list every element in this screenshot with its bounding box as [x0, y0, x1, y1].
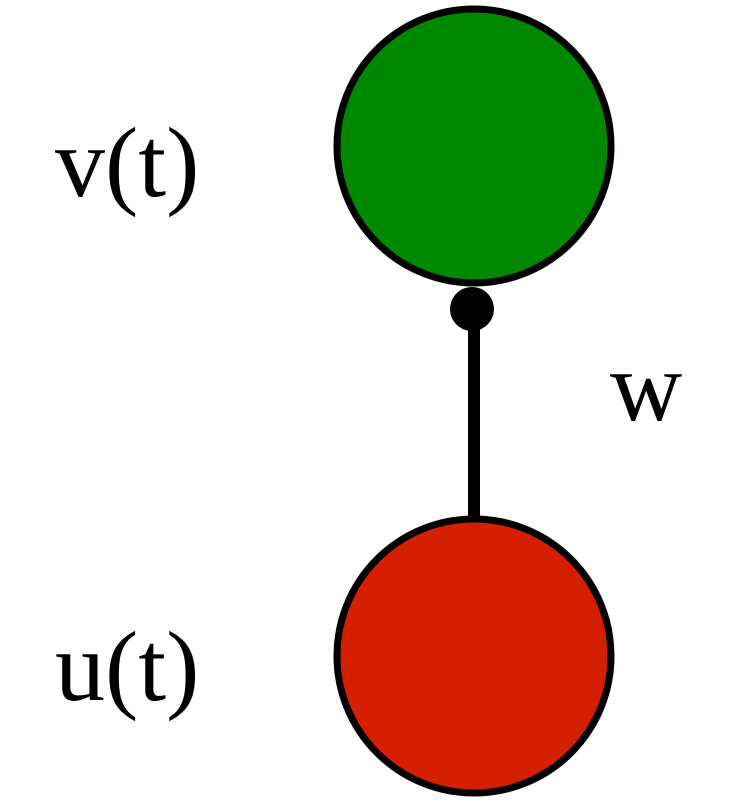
edge-weight-label: w	[610, 331, 682, 442]
synapse-dot	[450, 287, 494, 331]
node-u-label: u(t)	[55, 611, 199, 722]
node-v	[333, 5, 615, 287]
node-v-label: v(t)	[55, 107, 199, 218]
node-u	[333, 515, 615, 797]
